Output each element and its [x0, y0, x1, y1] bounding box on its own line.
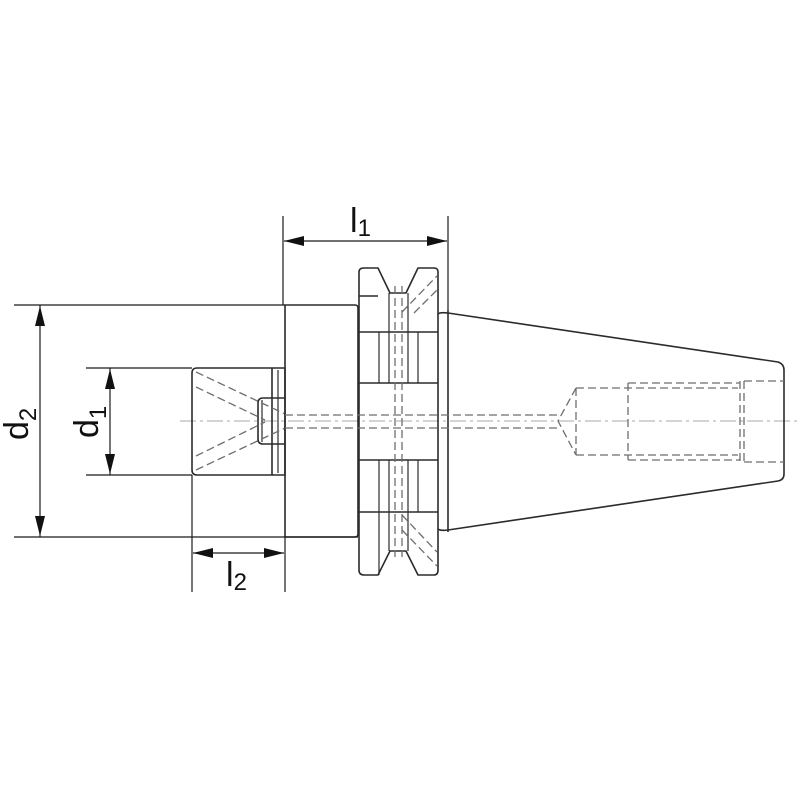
dimension-d2: d2 [0, 304, 358, 538]
dimension-l2: l2 [191, 475, 286, 596]
v-flange [358, 267, 439, 576]
dimension-l1: l1 [282, 202, 449, 310]
l2-label: l2 [226, 556, 247, 596]
dimension-d1: d1 [68, 367, 192, 476]
l1-label: l1 [350, 202, 371, 242]
d1-label: d1 [68, 406, 112, 438]
taper-shank [285, 310, 785, 532]
d2-label: d2 [0, 408, 42, 440]
